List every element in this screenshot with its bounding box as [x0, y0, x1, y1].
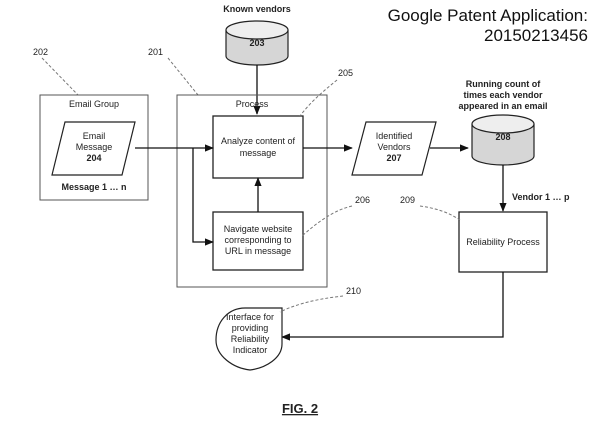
email-group-label: Email Group	[69, 99, 119, 109]
identified-line2: Vendors	[377, 142, 411, 152]
identified-vendors-shape	[351, 121, 437, 176]
reliability-to-interface-arrow	[281, 272, 504, 341]
vendor-range-label: Vendor 1 … p	[512, 192, 570, 202]
navigate-line1: Navigate website	[224, 224, 293, 234]
analyze-content-box	[212, 115, 304, 179]
process-leader	[167, 57, 199, 96]
analyze-line1: Analyze content of	[221, 136, 296, 146]
interface-line1: Interface for	[226, 312, 274, 322]
email-message-line2: Message	[76, 142, 113, 152]
navigate-line3: URL in message	[225, 246, 291, 256]
identified-line1: Identified	[376, 131, 413, 141]
reliability-label: Reliability Process	[466, 237, 540, 247]
running-count-db-number: 208	[495, 132, 510, 142]
process-label: Process	[236, 99, 269, 109]
reliability-process-box	[458, 211, 548, 273]
interface-leader	[279, 295, 344, 313]
running-count-line3: appeared in an email	[458, 101, 547, 111]
interface-ref: 210	[346, 286, 361, 296]
process-ref: 201	[148, 47, 163, 57]
known-vendors-db-number: 203	[249, 38, 264, 48]
email-group-leader	[41, 57, 79, 96]
interface-line4: Indicator	[233, 345, 268, 355]
navigate-line2: corresponding to	[224, 235, 291, 245]
interface-display-shape	[215, 307, 283, 371]
running-count-line1: Running count of	[466, 79, 541, 89]
email-group-ref: 202	[33, 47, 48, 57]
process-box	[176, 94, 328, 288]
analyze-line2: message	[240, 148, 277, 158]
known-vendors-database-icon	[225, 20, 289, 66]
email-message-number: 204	[86, 153, 101, 163]
email-message-shape	[51, 121, 136, 176]
identified-number: 207	[386, 153, 401, 163]
analyze-leader	[299, 79, 338, 117]
email-message-line1: Email	[83, 131, 106, 141]
navigate-website-box	[212, 211, 304, 271]
running-count-database-icon	[471, 114, 535, 166]
patent-number: 20150213456	[483, 26, 588, 45]
analyze-ref: 205	[338, 68, 353, 78]
known-vendors-label: Known vendors	[223, 4, 291, 14]
figure-caption: FIG. 2	[282, 401, 318, 416]
running-count-line2: times each vendor	[463, 90, 543, 100]
interface-line2: providing	[232, 323, 269, 333]
interface-line3: Reliability	[231, 334, 270, 344]
email-to-navigate-arrow	[192, 148, 214, 246]
reliability-leader	[419, 205, 461, 221]
email-messages-range: Message 1 … n	[61, 182, 126, 192]
navigate-ref: 206	[355, 195, 370, 205]
reliability-ref: 209	[400, 195, 415, 205]
patent-title: Google Patent Application:	[387, 6, 588, 25]
navigate-leader	[301, 205, 353, 237]
